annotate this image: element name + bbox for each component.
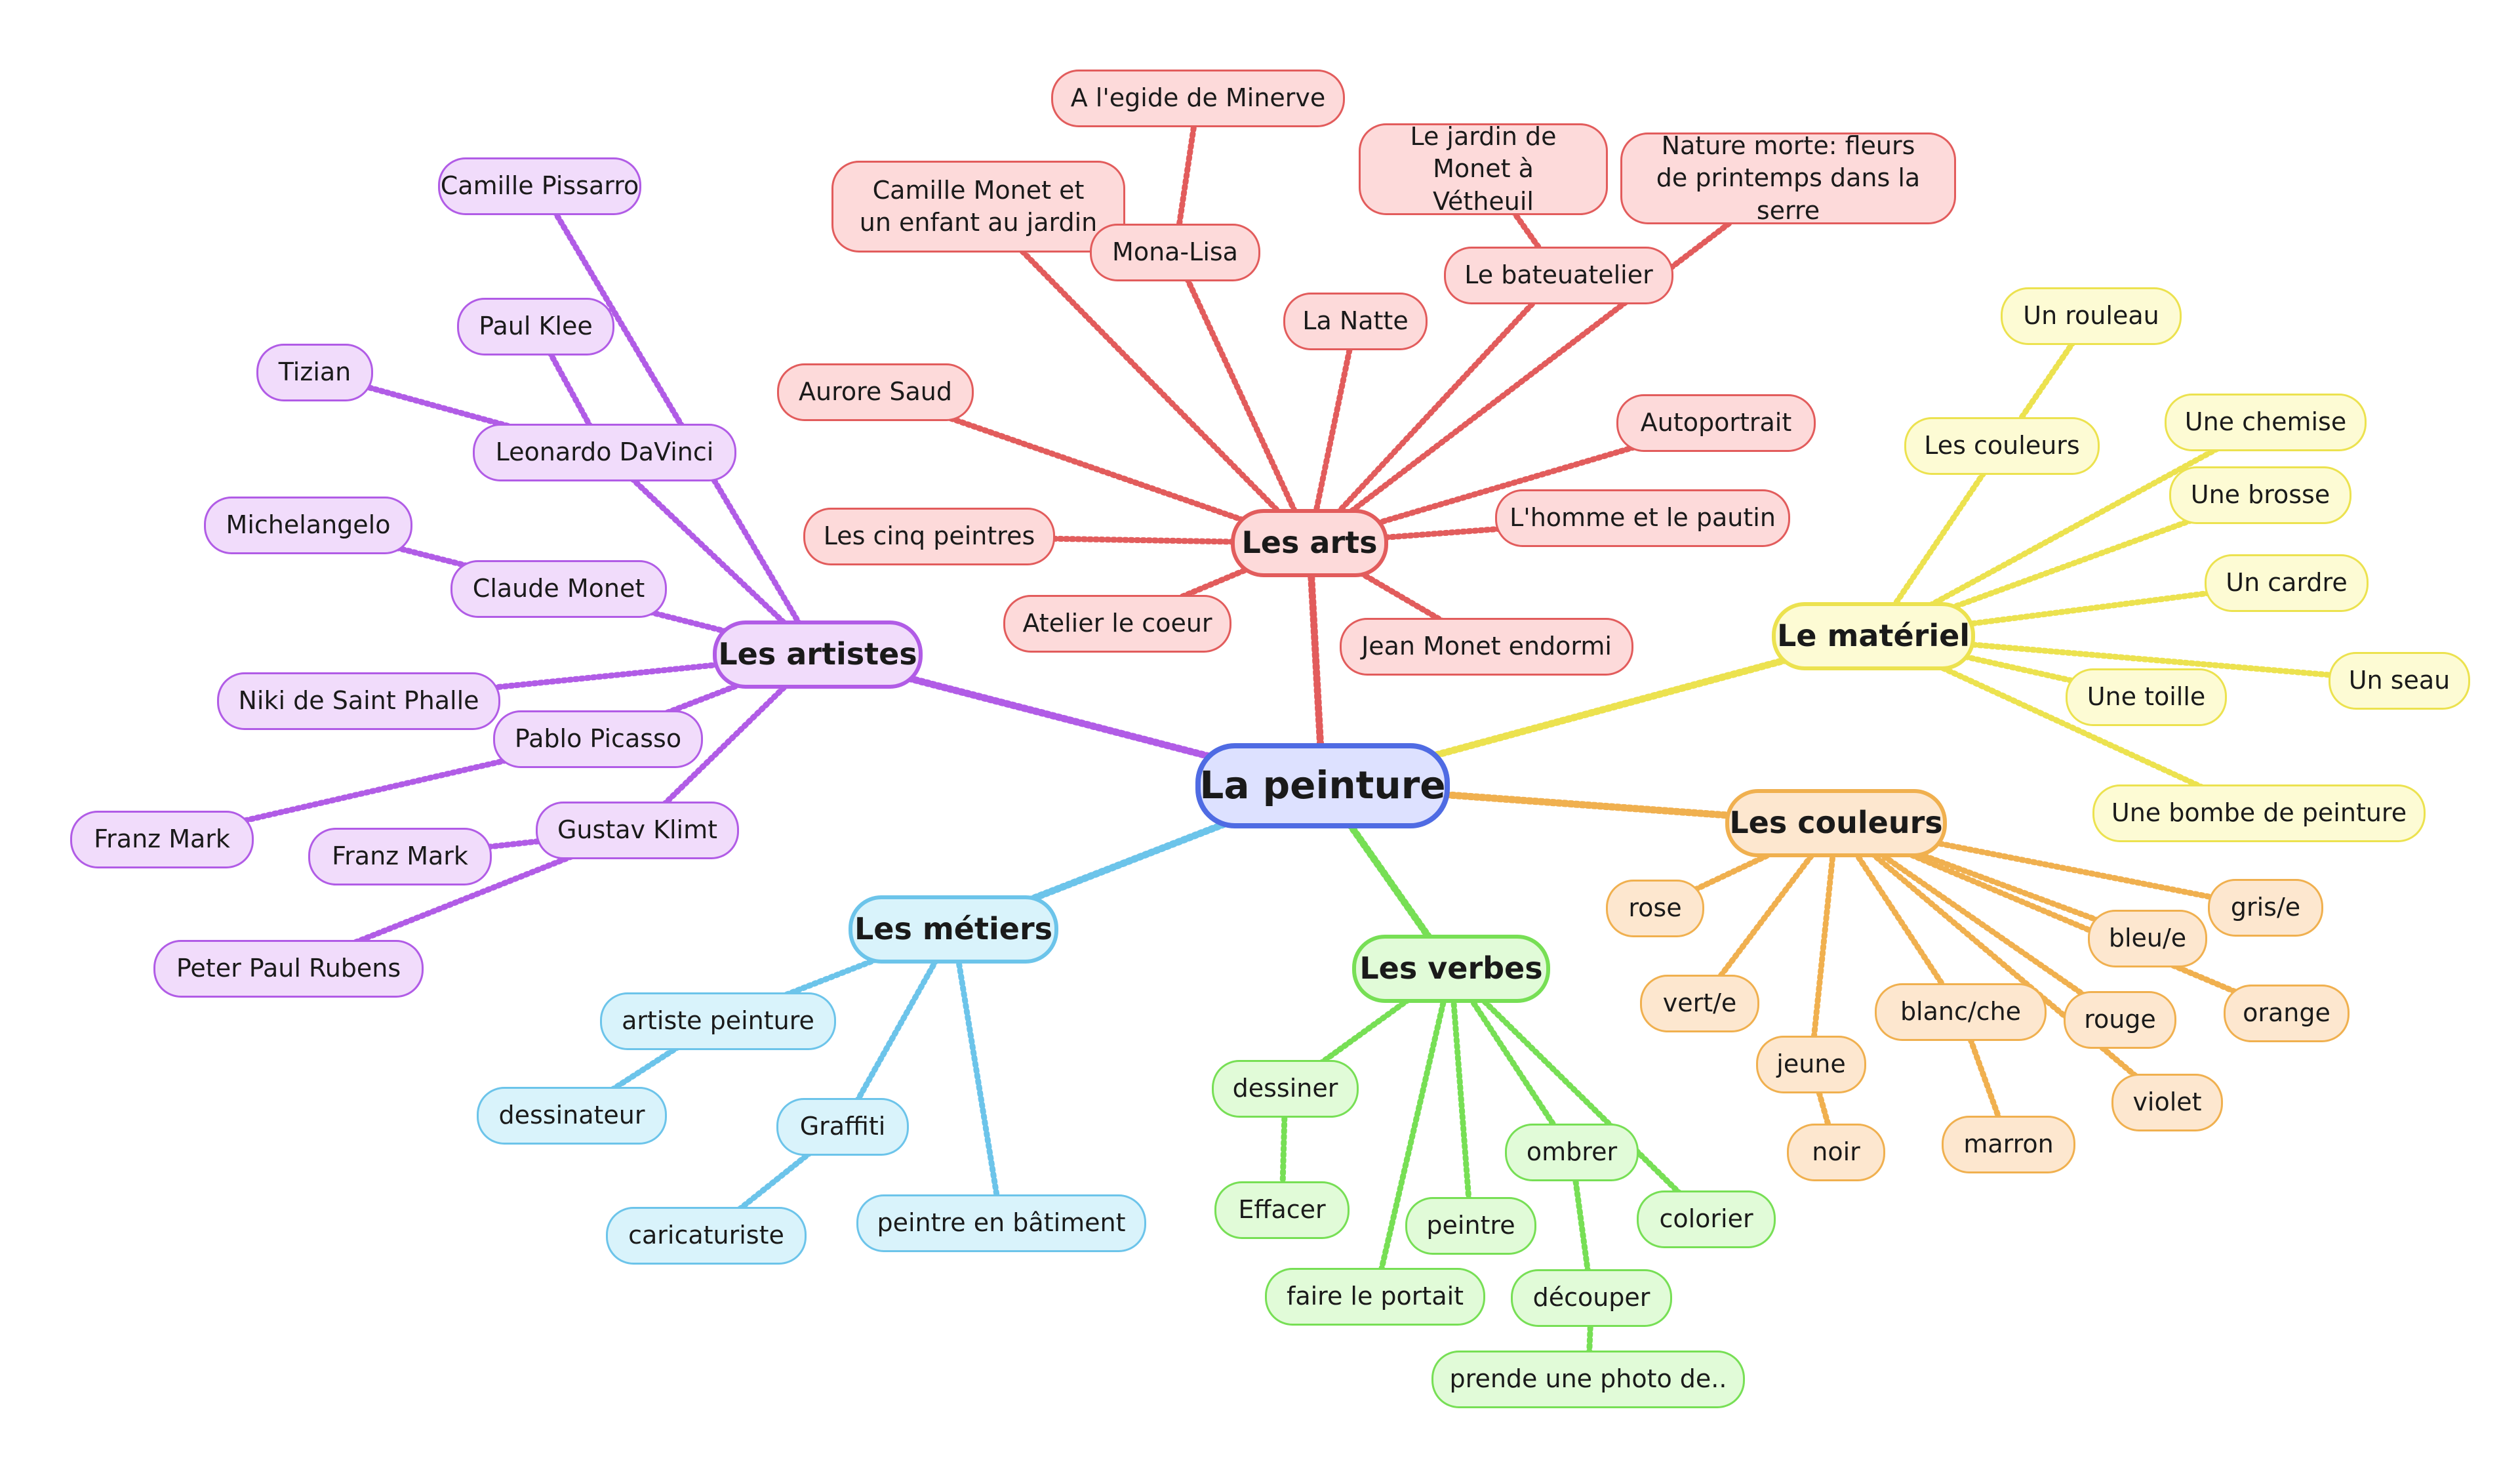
art-item[interactable]: Les cinq peintres xyxy=(803,508,1055,565)
connector-line xyxy=(536,183,821,658)
color-item[interactable]: jeune xyxy=(1756,1036,1866,1093)
color-item[interactable]: vert/e xyxy=(1640,975,1759,1032)
verb-item[interactable]: ombrer xyxy=(1505,1124,1639,1181)
topic-les-artistes[interactable]: Les artistes xyxy=(713,620,923,689)
job-item[interactable]: artiste peinture xyxy=(600,992,836,1050)
connector-line xyxy=(1808,820,1839,1068)
color-item[interactable]: orange xyxy=(2224,985,2350,1042)
art-item[interactable]: A l'egide de Minerve xyxy=(1051,70,1345,127)
art-item[interactable]: Mona-Lisa xyxy=(1090,224,1260,281)
job-item[interactable]: dessinateur xyxy=(477,1087,667,1145)
material-item[interactable]: Un cardre xyxy=(2205,554,2369,612)
connector-line xyxy=(1833,820,2170,1106)
connector-line xyxy=(1870,419,2269,640)
artist-item[interactable]: Pablo Picasso xyxy=(493,710,703,768)
artist-item[interactable]: Gustav Klimt xyxy=(536,802,739,859)
artist-item[interactable]: Michelangelo xyxy=(204,497,412,554)
topic-les-metiers[interactable]: Les métiers xyxy=(849,895,1058,964)
artist-item[interactable]: Paul Klee xyxy=(457,298,614,356)
topic-les-verbes[interactable]: Les verbes xyxy=(1352,935,1550,1003)
job-item[interactable]: peintre en bâtiment xyxy=(856,1194,1146,1252)
job-item[interactable]: Graffiti xyxy=(776,1098,909,1156)
color-item[interactable]: blanc/che xyxy=(1875,983,2047,1041)
connector-line xyxy=(950,926,1005,1227)
verb-item[interactable]: dessiner xyxy=(1212,1060,1359,1118)
connector-line xyxy=(1448,966,1710,1223)
verb-item[interactable]: prende une photo de.. xyxy=(1431,1351,1745,1408)
artist-item[interactable]: Peter Paul Rubens xyxy=(153,940,424,998)
art-item[interactable]: Nature morte: fleurs de printemps dans l… xyxy=(1620,131,1956,225)
topic-les-couleurs[interactable]: Les couleurs xyxy=(1725,789,1947,857)
connector-line xyxy=(1306,318,1359,546)
artist-item[interactable]: Franz Mark xyxy=(70,811,254,868)
verb-item[interactable]: colorier xyxy=(1637,1190,1776,1248)
material-item[interactable]: Une chemise xyxy=(2165,394,2367,451)
color-item[interactable]: rouge xyxy=(2064,991,2176,1049)
connector-line xyxy=(1172,249,1313,546)
verb-item[interactable]: Effacer xyxy=(1214,1181,1350,1239)
art-item[interactable]: Jean Monet endormi xyxy=(1340,618,1633,676)
verb-item[interactable]: peintre xyxy=(1405,1197,1536,1255)
connector-line xyxy=(1306,175,1791,546)
art-item[interactable]: Camille Monet et un enfant au jardin xyxy=(831,161,1125,253)
artist-item[interactable]: Leonardo DaVinci xyxy=(473,424,736,481)
color-item[interactable]: violet xyxy=(2111,1074,2223,1131)
artist-item[interactable]: Niki de Saint Phalle xyxy=(217,672,500,730)
art-item[interactable]: Le jardin de Monet à Vétheuil xyxy=(1359,122,1608,216)
artist-item[interactable]: Tizian xyxy=(256,344,373,401)
art-item[interactable]: L'homme et le pautin xyxy=(1495,489,1790,547)
art-item[interactable]: Le bateuatelier xyxy=(1444,247,1673,304)
color-item[interactable]: marron xyxy=(1942,1116,2075,1173)
material-item[interactable]: Un seau xyxy=(2329,652,2470,710)
color-item[interactable]: rose xyxy=(1606,880,1704,937)
artist-item[interactable]: Claude Monet xyxy=(450,560,667,618)
art-item[interactable]: Autoportrait xyxy=(1616,394,1816,452)
artist-item[interactable]: Camille Pissarro xyxy=(438,157,641,215)
artist-item[interactable]: Franz Mark xyxy=(308,828,492,885)
verb-item[interactable]: faire le portait xyxy=(1265,1268,1485,1326)
material-item[interactable]: Un rouleau xyxy=(2001,287,2182,345)
art-item[interactable]: Aurore Saud xyxy=(777,363,974,421)
material-item[interactable]: Une toille xyxy=(2066,668,2227,726)
art-item[interactable]: La Natte xyxy=(1283,293,1428,350)
material-item[interactable]: Les couleurs xyxy=(1904,417,2100,475)
connector-line xyxy=(1372,966,1454,1300)
color-item[interactable]: gris/e xyxy=(2208,879,2323,937)
connector-line xyxy=(1448,966,1474,1229)
connector-line xyxy=(975,203,1313,546)
central-topic[interactable]: La peinture xyxy=(1195,743,1450,828)
color-item[interactable]: bleu/e xyxy=(2088,910,2207,967)
material-item[interactable]: Une bombe de peinture xyxy=(2092,784,2426,842)
topic-les-arts[interactable]: Les arts xyxy=(1231,509,1388,577)
verb-item[interactable]: découper xyxy=(1511,1269,1672,1327)
connector-line xyxy=(1306,272,1562,546)
art-item[interactable]: Atelier le coeur xyxy=(1003,595,1231,653)
material-item[interactable]: Une brosse xyxy=(2169,466,2351,524)
job-item[interactable]: caricaturiste xyxy=(606,1207,807,1265)
topic-le-materiel[interactable]: Le matériel xyxy=(1772,602,1975,670)
color-item[interactable]: noir xyxy=(1787,1124,1885,1181)
